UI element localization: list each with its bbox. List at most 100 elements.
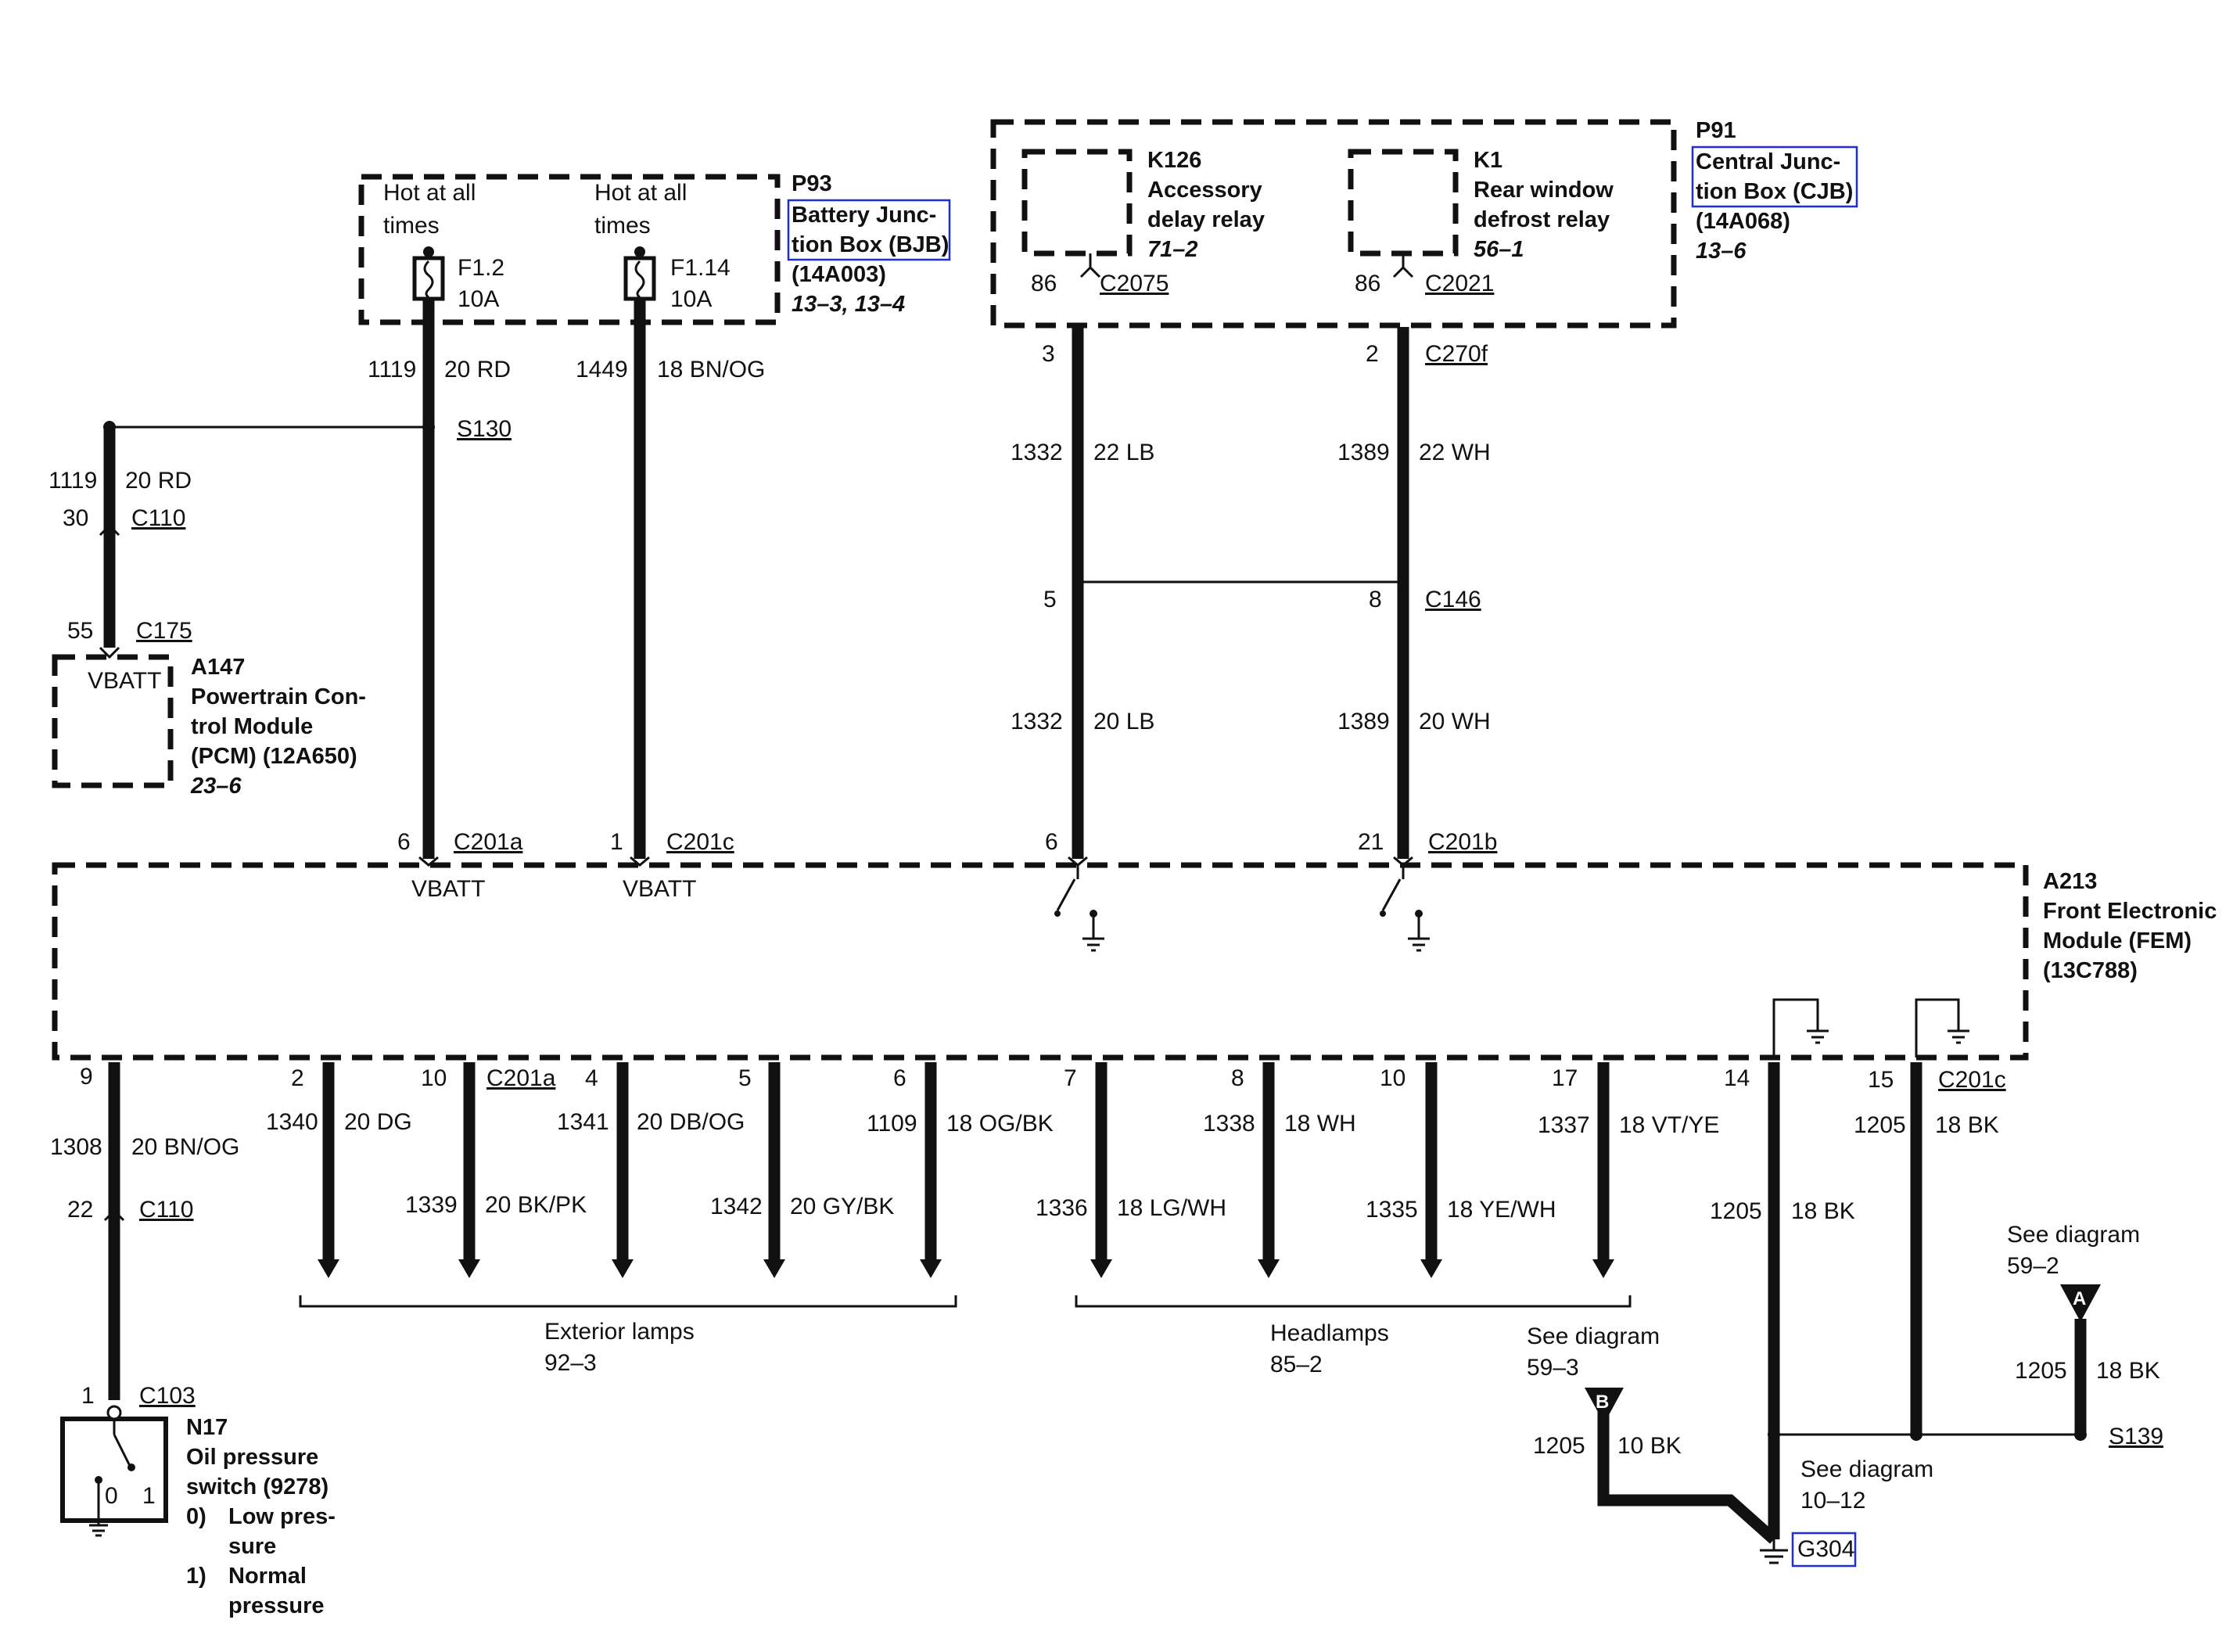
circuit-1332: 1332 <box>1011 440 1063 465</box>
circuit-1389: 1389 <box>1337 440 1390 465</box>
k126-relay-box <box>1021 149 1133 257</box>
gauge-1205-b: 10 BK <box>1617 1433 1682 1459</box>
k126-ref: 71–2 <box>1147 237 1198 262</box>
p91-part: (14A068) <box>1696 209 1790 234</box>
fem-ground-15-icon <box>1915 998 1969 1058</box>
p93-box-outline <box>358 174 781 325</box>
pcm-ref: 23–6 <box>190 774 242 799</box>
n17-oil-pressure-switch: 1 C103 0 1 N17 Oil pressure switch (9278… <box>60 1383 336 1618</box>
gauge-1332-b: 20 LB <box>1093 709 1154 734</box>
fem-ground-14-icon <box>1772 998 1829 1058</box>
fem-box-outline <box>52 862 2029 1061</box>
pin-15-bottom: 15 <box>1868 1067 1894 1093</box>
pcm-vbatt: VBATT <box>88 668 161 694</box>
marker-b-letter: B <box>1596 1392 1609 1413</box>
circuit-1340: 1340 <box>266 1109 318 1135</box>
p91-id: P91 <box>1696 118 1736 143</box>
pin-7-bottom: 7 <box>1064 1065 1077 1091</box>
gauge-1449: 18 BN/OG <box>657 357 765 382</box>
pin-6-c201b: 6 <box>1045 829 1058 855</box>
connector-c201b: C201b <box>1428 829 1497 855</box>
fem-name-1: Front Electronic <box>2043 899 2217 924</box>
n17-pos-0: 0 <box>105 1483 118 1509</box>
arrow-1339-icon <box>458 1259 480 1278</box>
pcm-pin-55: 55 <box>67 618 93 644</box>
circuit-1336: 1336 <box>1036 1195 1088 1221</box>
n17-terminal-icon <box>106 1405 122 1420</box>
connector-chevrons <box>99 523 125 1222</box>
k1-name-1: Rear window <box>1474 178 1614 203</box>
pcm-box-outline <box>52 654 174 788</box>
p93-hot-label-2b: times <box>594 213 651 239</box>
circuit-1342: 1342 <box>710 1194 763 1219</box>
p93-name-1: Battery Junc- <box>792 203 936 228</box>
n17-switch-icon <box>89 1419 135 1537</box>
pcm-name-1: Powertrain Con- <box>191 684 366 709</box>
connector-c175: C175 <box>136 618 192 644</box>
connector-c201a-bottom: C201a <box>486 1065 556 1091</box>
circuit-1389-b: 1389 <box>1337 709 1390 734</box>
pin-14-bottom: 14 <box>1724 1065 1750 1091</box>
see-diagram-10-ref: 10–12 <box>1800 1488 1865 1514</box>
gauge-1389: 22 WH <box>1419 440 1491 465</box>
fem-switch-2-icon <box>1380 865 1430 952</box>
splice-s139: S139 <box>2109 1424 2163 1449</box>
connector-c201c-top: C201c <box>666 829 734 855</box>
connector-c110-bottom: C110 <box>139 1197 194 1223</box>
arrow-1341-icon <box>612 1259 634 1278</box>
pin-1-c201c: 1 <box>610 829 623 855</box>
pin-10b-bottom: 10 <box>1380 1065 1405 1091</box>
circuit-1341: 1341 <box>557 1109 609 1135</box>
fuse-f1-2-icon <box>412 246 445 301</box>
connector-c103: C103 <box>139 1383 196 1409</box>
p93-hot-label-1b: times <box>383 213 440 239</box>
circuit-1332-b: 1332 <box>1011 709 1063 734</box>
n17-state-0: 0) <box>186 1504 206 1529</box>
pcm-name-3: (PCM) (12A650) <box>191 744 357 769</box>
fuse-f1-14-icon <box>623 246 656 301</box>
circuit-1205-b: 1205 <box>1533 1433 1585 1459</box>
g304-link-box[interactable] <box>1791 1532 1857 1568</box>
p93-battery-junction-box: Hot at all times Hot at all times F1.2 1… <box>358 171 951 325</box>
p91-box-outline <box>990 119 1677 329</box>
connector-c201a-top: C201a <box>454 829 523 855</box>
p91-link-box[interactable] <box>1691 145 1858 208</box>
k1-relay-box <box>1348 149 1459 257</box>
fem-module: A213 Front Electronic Module (FEM) (13C7… <box>52 856 2217 1061</box>
circuit-1449: 1449 <box>576 357 628 382</box>
n17-state-1: 1) <box>186 1564 206 1589</box>
wire-end-arrows <box>318 1259 1614 1278</box>
pin-4-bottom: 4 <box>585 1065 598 1091</box>
p91-name-2: tion Box (CJB) <box>1696 179 1853 204</box>
circuit-1119-b: 1119 <box>48 468 97 494</box>
ground-g304: G304 <box>1797 1536 1854 1562</box>
k1-pin: 86 <box>1355 271 1380 296</box>
gauge-1205-14: 18 BK <box>1791 1198 1855 1224</box>
circuit-1205-14: 1205 <box>1710 1198 1762 1224</box>
marker-a-letter: A <box>2073 1288 2086 1309</box>
gauge-1342: 20 GY/BK <box>790 1194 894 1219</box>
p93-link-box[interactable] <box>787 199 951 261</box>
see-diagram-10: See diagram <box>1800 1456 1933 1482</box>
gauge-1338: 18 WH <box>1284 1111 1356 1137</box>
gauge-1337: 18 VT/YE <box>1619 1112 1719 1138</box>
pcm-id: A147 <box>191 655 245 680</box>
pin-9: 9 <box>80 1064 93 1090</box>
see-diagram-a: See diagram <box>2007 1222 2140 1248</box>
gauge-1205-15: 18 BK <box>1935 1112 1999 1138</box>
k126-name-2: delay relay <box>1147 207 1265 232</box>
k1-id: K1 <box>1474 148 1502 173</box>
pin-5-bottom: 5 <box>738 1065 752 1091</box>
offpage-connector-b-icon: B <box>1585 1388 1624 1424</box>
p93-hot-label-2: Hot at all <box>594 180 687 206</box>
fem-id: A213 <box>2043 869 2097 894</box>
pcm-name-2: trol Module <box>191 714 313 739</box>
arrow-1338-icon <box>1258 1259 1280 1278</box>
pin-30: 30 <box>63 505 88 531</box>
bottom-wires <box>108 1062 2087 1544</box>
circuit-1338: 1338 <box>1203 1111 1255 1137</box>
connector-c201c-bottom: C201c <box>1938 1067 2006 1093</box>
k126-name-1: Accessory <box>1147 178 1262 203</box>
fem-part: (13C788) <box>2043 958 2138 983</box>
